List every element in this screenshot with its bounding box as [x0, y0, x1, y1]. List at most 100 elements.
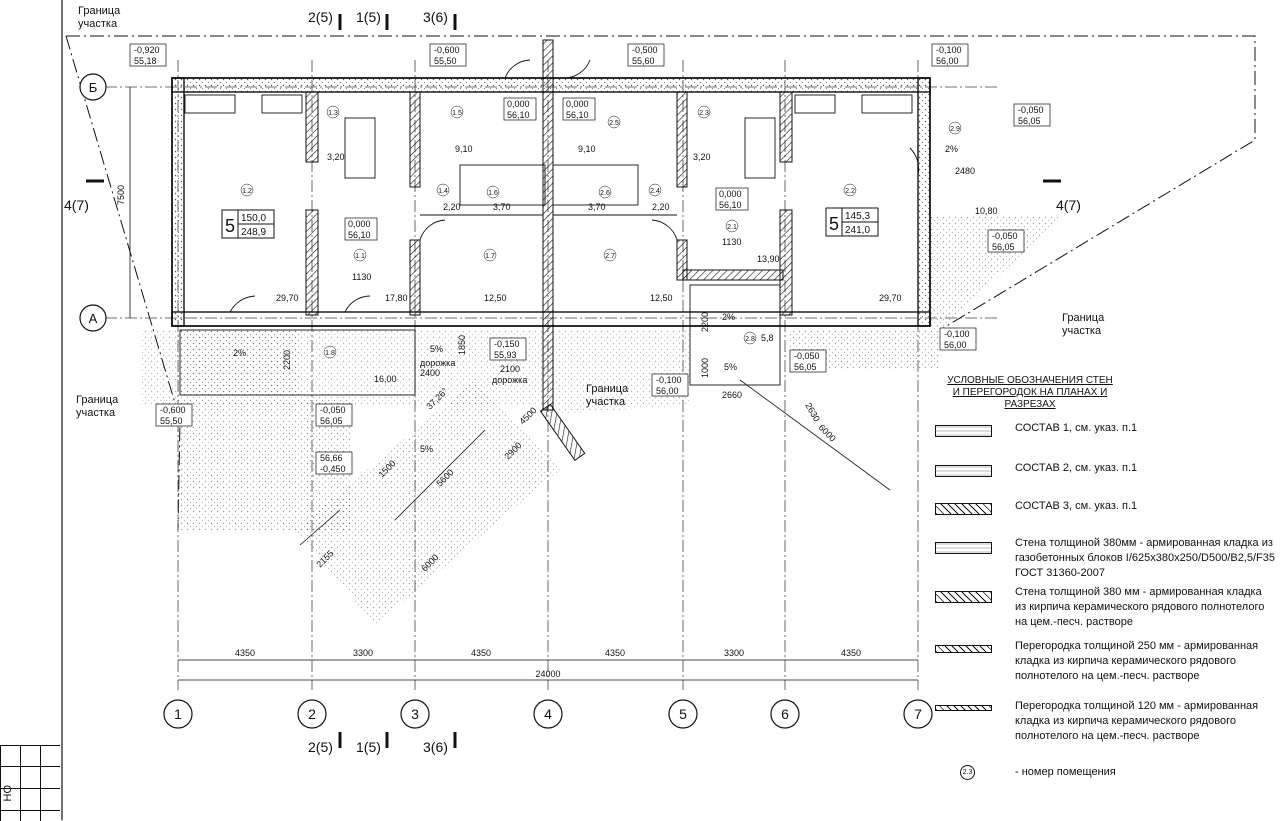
- section-marks: [86, 14, 1061, 748]
- area: 16,00: [374, 374, 397, 384]
- area: 9,10: [578, 144, 596, 154]
- area: 9,10: [455, 144, 473, 154]
- room-number: 1.8: [325, 350, 335, 357]
- room-marker: 1.7: [483, 248, 497, 262]
- area: 2,20: [443, 202, 461, 212]
- room-marker: 2.6: [598, 185, 612, 199]
- elevation-b: 56,10: [348, 230, 371, 240]
- slope: 2%: [945, 144, 958, 154]
- elevation-a: -0,150: [494, 339, 520, 349]
- path-label: дорожка: [492, 375, 527, 385]
- elevation-a: -0,050: [1018, 105, 1044, 115]
- room-number: 1.3: [328, 110, 338, 117]
- area: 3,70: [588, 202, 606, 212]
- path-label: дорожка: [420, 358, 455, 368]
- slope: 2%: [722, 312, 735, 322]
- dim-3: 4350: [471, 648, 491, 658]
- dim-6: 4350: [841, 648, 861, 658]
- axis-label-5: 5: [679, 706, 687, 722]
- section-mark-left: 4(7): [64, 197, 89, 213]
- dim-4: 4350: [605, 648, 625, 658]
- legend-label: СОСТАВ 1, см. указ. п.1: [1015, 422, 1138, 434]
- room-number: 2.3: [699, 110, 709, 117]
- area: 29,70: [276, 293, 299, 303]
- boundary-label-right-1: Граница: [1062, 312, 1105, 324]
- room-marker: 2.7: [603, 248, 617, 262]
- room-number: 1.1: [355, 253, 365, 260]
- wall-swatch-dotted: [935, 425, 992, 437]
- apartment-right-num: 5: [829, 214, 839, 234]
- room-number: 2.9: [950, 126, 960, 133]
- dim-2: 3300: [353, 648, 373, 658]
- apartment-right-bottom: 241,0: [845, 225, 870, 236]
- area: 2,20: [652, 202, 670, 212]
- interior-walls: [305, 39, 793, 461]
- room-marker: 1.8: [323, 345, 337, 359]
- site-boundary: [65, 35, 1256, 531]
- dim: 2480: [955, 166, 975, 176]
- dim: 1850: [457, 335, 467, 355]
- elevation-b: 56,05: [1018, 116, 1041, 126]
- legend-label: Перегородка толщиной 120 мм - армированн…: [1015, 700, 1259, 742]
- dim-5: 3300: [724, 648, 744, 658]
- axis-label-1: 1: [174, 706, 182, 722]
- boundary-label-mid-1: Граница: [586, 383, 629, 395]
- section-mark-top-3: 3(6): [423, 9, 448, 25]
- dim: 2200: [700, 312, 710, 332]
- elevation-a: 0,000: [566, 99, 589, 109]
- elevation-b: 56,05: [794, 362, 817, 372]
- room-marker: 1.1: [353, 248, 367, 262]
- partition-swatch: [935, 645, 992, 653]
- dim: 1000: [700, 358, 710, 378]
- axis-label-b: Б: [89, 80, 98, 95]
- room-number: 1.4: [438, 188, 448, 195]
- slope: 5%: [724, 362, 737, 372]
- boundary-label-left-2: участка: [76, 407, 116, 419]
- boundary-label-mid-2: участка: [586, 396, 626, 408]
- dimension-lines: [129, 87, 918, 681]
- room-marker: 1.2: [240, 183, 254, 197]
- elevation-b: 55,50: [434, 56, 457, 66]
- partition-swatch: [935, 705, 992, 711]
- room-marker: 2.3: [697, 105, 711, 119]
- room-marker: 2.8: [743, 331, 757, 345]
- dim: 2660: [722, 390, 742, 400]
- axis-label-2: 2: [308, 706, 316, 722]
- elevation-a: 0,000: [719, 189, 742, 199]
- slope-labels: 2% 2% 5% 2% 5% 5% дорожка дорожка: [233, 144, 958, 454]
- legend-title-2: И ПЕРЕГОРОДОК НА ПЛАНАХ И РАЗРЕЗАХ: [952, 387, 1108, 410]
- area: 3,20: [693, 152, 711, 162]
- title-block: [0, 745, 60, 821]
- axis-label-7: 7: [914, 706, 922, 722]
- elevation-b: 55,93: [494, 350, 517, 360]
- area: 3,70: [493, 202, 511, 212]
- legend-label: СОСТАВ 3, см. указ. п.1: [1015, 500, 1138, 512]
- boundary-label-top-2: участка: [78, 18, 118, 30]
- wall-swatch-dotted: [935, 542, 992, 554]
- legend: УСЛОВНЫЕ ОБОЗНАЧЕНИЯ СТЕН И ПЕРЕГОРОДОК …: [935, 375, 1275, 780]
- apartment-left-top: 150,0: [241, 213, 266, 224]
- elevation-b: 56,00: [936, 56, 959, 66]
- apartment-markers: 5 150,0 248,9 5 145,3 241,0: [221, 207, 879, 239]
- elevation-b: 56,10: [566, 110, 589, 120]
- room-number: 2.2: [845, 188, 855, 195]
- area: 13,90: [757, 254, 780, 264]
- room-number: 1.6: [488, 190, 498, 197]
- elevation-b: 55,50: [160, 416, 183, 426]
- elevation-a: -0,920: [134, 45, 160, 55]
- slope: 5%: [430, 344, 443, 354]
- legend-label: Стена толщиной 380мм - армированная клад…: [1015, 537, 1276, 579]
- elevation-b: 56,00: [944, 340, 967, 350]
- room-marker: 1.3: [326, 105, 340, 119]
- room-number: 1.2: [242, 188, 252, 195]
- legend-label: Стена толщиной 380 мм - армированная кла…: [1015, 586, 1265, 628]
- elevation-a: -0,600: [434, 45, 460, 55]
